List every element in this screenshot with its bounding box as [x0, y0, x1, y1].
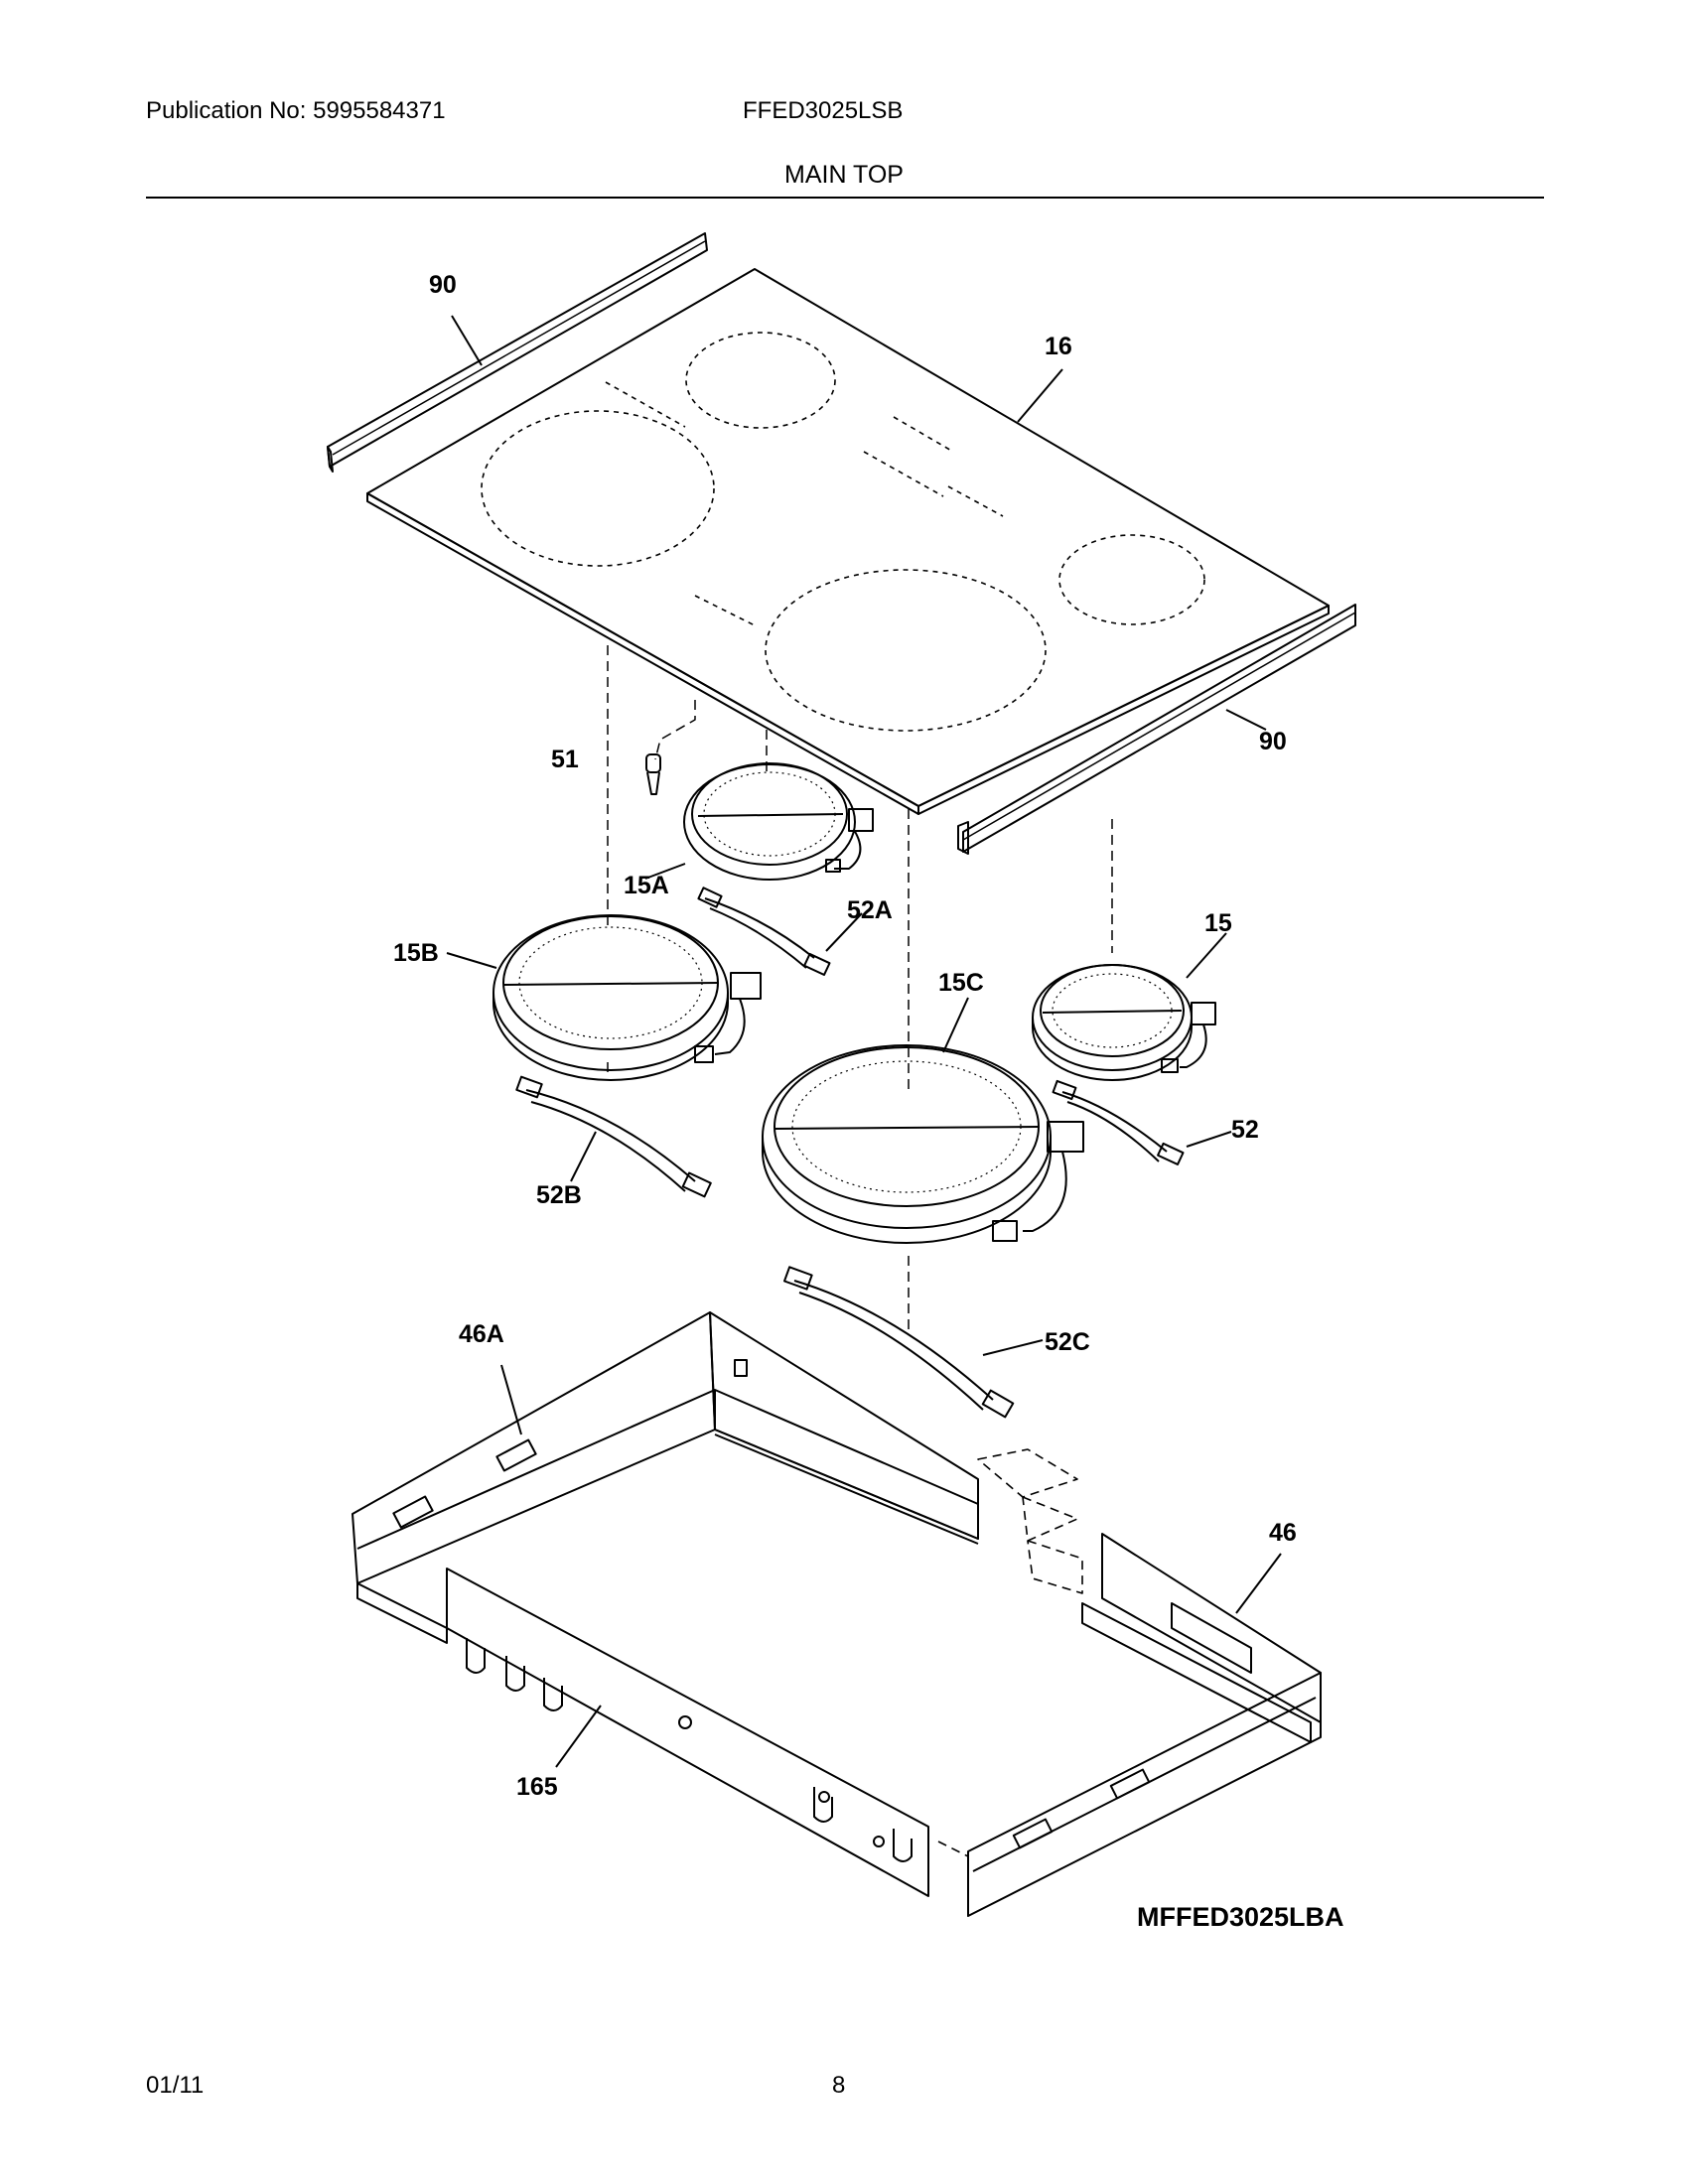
callout-16: 16 — [1045, 333, 1072, 360]
callout-15A: 15A — [624, 872, 669, 899]
trim-strip-90-left — [327, 232, 708, 473]
callout-52B: 52B — [536, 1181, 582, 1209]
header-rule — [146, 197, 1544, 199]
callout-52: 52 — [1231, 1116, 1259, 1144]
mounting-bracket-52A — [697, 887, 831, 976]
trim-strip-90-right — [957, 604, 1356, 855]
radiant-element-15 — [1032, 964, 1216, 1081]
mounting-bracket-52B — [515, 1075, 712, 1198]
radiant-element-15C — [762, 1044, 1084, 1244]
front-rail-165 — [446, 1568, 929, 1897]
callout-labels: 90 16 90 51 15A 52A 15B 15C 15 52 52B 46… — [393, 271, 1297, 1801]
page-number: 8 — [832, 2072, 846, 2099]
radiant-element-15B — [492, 914, 762, 1081]
callout-46: 46 — [1269, 1519, 1297, 1547]
section-title: MAIN TOP — [784, 161, 904, 189]
callout-52A: 52A — [847, 896, 893, 924]
publication-date: 01/11 — [146, 2072, 205, 2099]
diagram-reference-code: MFFED3025LBA — [1137, 1902, 1344, 1932]
frame-rail-46A — [352, 1311, 979, 1644]
callout-90-right: 90 — [1259, 728, 1287, 755]
callout-90-top: 90 — [429, 271, 457, 299]
model-number: FFED3025LSB — [743, 97, 904, 124]
temperature-sensor-51 — [645, 753, 661, 795]
callout-46A: 46A — [459, 1320, 504, 1348]
callout-15C: 15C — [938, 969, 984, 997]
callout-165: 165 — [516, 1773, 558, 1801]
frame-rail-46 — [967, 1533, 1322, 1917]
leader-lines — [446, 315, 1282, 1768]
callout-15B: 15B — [393, 939, 439, 967]
corner-connector-lines — [937, 1448, 1083, 1857]
mounting-bracket-52 — [1052, 1079, 1185, 1165]
mounting-bracket-52C — [782, 1266, 1015, 1419]
alignment-lines — [607, 645, 1113, 1335]
callout-15: 15 — [1204, 909, 1232, 937]
glass-cooktop-16 — [366, 268, 1330, 815]
radiant-element-15A — [683, 762, 874, 881]
publication-number: Publication No: 5995584371 — [146, 97, 446, 124]
callout-52C: 52C — [1045, 1328, 1090, 1356]
callout-51: 51 — [551, 746, 579, 773]
